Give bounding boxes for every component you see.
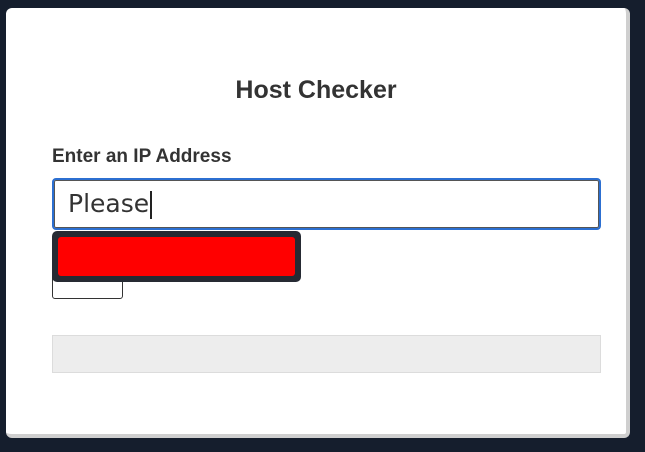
ip-address-input-value: Please [68, 189, 150, 218]
autocomplete-dropdown [52, 231, 301, 282]
page-title: Host Checker [235, 76, 397, 104]
autocomplete-option[interactable] [58, 237, 295, 276]
host-checker-card: Host Checker Enter an IP Address Please [6, 8, 630, 438]
result-output [52, 335, 601, 373]
ip-address-input[interactable]: Please [52, 178, 601, 230]
ip-address-label: Enter an IP Address [52, 146, 232, 167]
text-caret [150, 191, 152, 219]
